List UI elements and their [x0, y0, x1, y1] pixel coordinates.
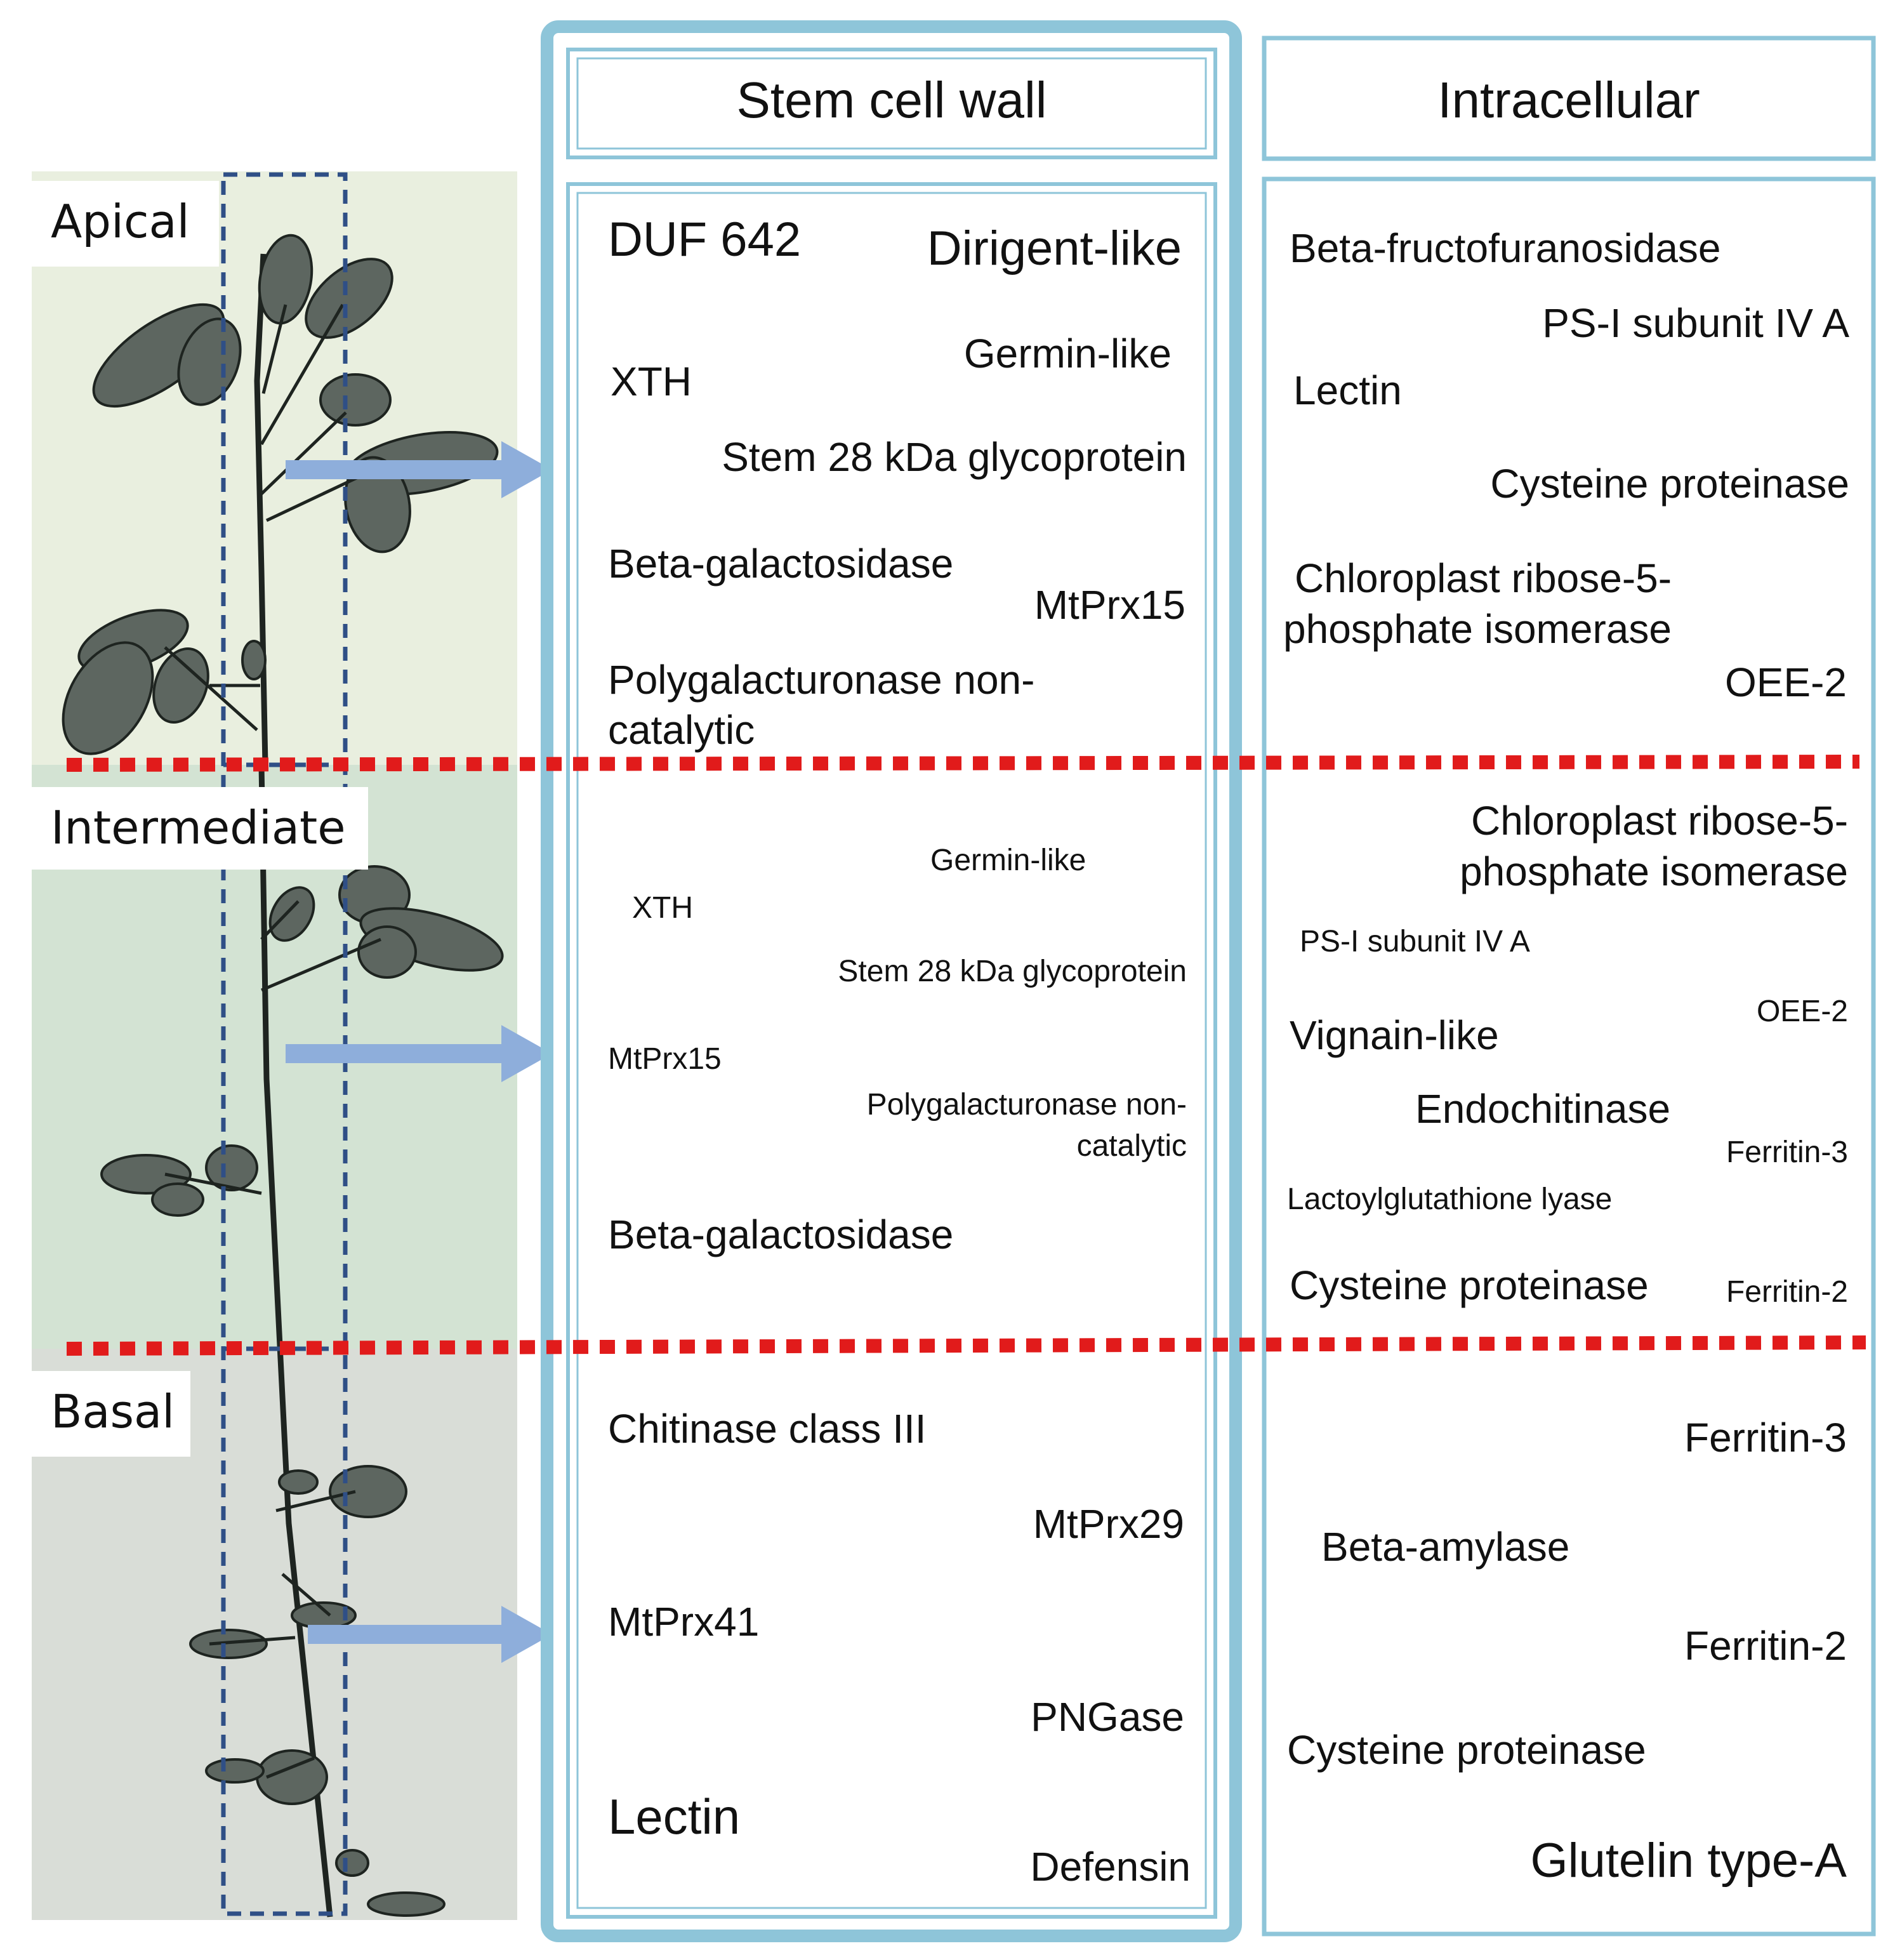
stem-apical-pg-line2: catalytic [608, 707, 755, 753]
stem-apical-betagal: Beta-galactosidase [608, 541, 954, 586]
stem-int-mtprx15: MtPrx15 [608, 1042, 722, 1076]
stem-apical-duf642: DUF 642 [608, 213, 802, 267]
stem-basal-chitinase: Chitinase class III [608, 1406, 927, 1452]
intra-basal-cysprot: Cysteine proteinase [1287, 1727, 1646, 1773]
intra-apical-chloro-line1: Chloroplast ribose-5- [1295, 555, 1672, 601]
stem-apical-pg-line1: Polygalacturonase non- [608, 657, 1035, 703]
stem-int-stem28: Stem 28 kDa glycoprotein [838, 955, 1187, 988]
stem-outer-frame [541, 20, 1242, 1942]
zone-label-intermediate: Intermediate [32, 787, 368, 870]
intra-body-box [1262, 176, 1876, 1937]
intra-int-ferritin2: Ferritin-2 [1726, 1275, 1848, 1309]
intra-apical-psi: PS-I subunit IV A [1542, 300, 1849, 346]
stem-int-pg-line1: Polygalacturonase non- [866, 1088, 1187, 1122]
stem-int-xth: XTH [632, 891, 693, 925]
stem-cell-wall-header: Stem cell wall [736, 72, 1047, 128]
stem-apical-xth: XTH [611, 359, 692, 404]
zone-label-basal: Basal [32, 1371, 190, 1457]
stem-basal-mtprx41: MtPrx41 [608, 1599, 760, 1645]
plant-stem [254, 253, 333, 1917]
plant-illustration [62, 234, 504, 1917]
stem-apical-stem28: Stem 28 kDa glycoprotein [722, 434, 1187, 480]
intra-basal-ferritin2: Ferritin-2 [1684, 1623, 1847, 1669]
intracellular-header: Intracellular [1437, 72, 1700, 128]
stem-header-box [566, 48, 1217, 159]
intra-int-endochit: Endochitinase [1415, 1086, 1671, 1132]
arrow-basal [308, 1606, 552, 1663]
stem-body-box [566, 182, 1217, 1919]
stem-basal-lectin: Lectin [608, 1789, 741, 1844]
intra-int-ferritin3: Ferritin-3 [1726, 1136, 1848, 1169]
intra-basal-ferritin3: Ferritin-3 [1684, 1415, 1847, 1460]
stem-basal-pngase: PNGase [1031, 1694, 1184, 1740]
intra-int-chloro-line1: Chloroplast ribose-5- [1470, 798, 1848, 844]
stem-basal-mtprx29: MtPrx29 [1033, 1501, 1184, 1547]
intra-apical-bfructo: Beta-fructofuranosidase [1290, 225, 1721, 271]
intra-int-vignain: Vignain-like [1290, 1012, 1499, 1058]
stem-apical-dirigent: Dirigent-like [927, 222, 1182, 275]
stem-int-pg-line2: catalytic [1076, 1129, 1187, 1163]
intra-basal-betaamyl: Beta-amylase [1321, 1524, 1570, 1570]
intra-int-chloro-line2: phosphate isomerase [1460, 849, 1848, 894]
intra-int-oee2: OEE-2 [1756, 995, 1848, 1028]
arrow-intermediate [286, 1025, 552, 1082]
intra-apical-oee2: OEE-2 [1724, 659, 1847, 705]
stem-basal-defensin: Defensin [1030, 1844, 1191, 1890]
arrow-apical [286, 441, 552, 498]
divider-intermediate-basal [66, 1335, 1866, 1356]
divider-apical-intermediate [66, 755, 1860, 772]
intra-apical-cysprot: Cysteine proteinase [1490, 461, 1849, 507]
intra-int-psi: PS-I subunit IV A [1300, 925, 1530, 958]
intra-apical-chloro-line2: phosphate isomerase [1283, 606, 1672, 652]
intra-header-box [1262, 36, 1876, 161]
stem-int-betagal: Beta-galactosidase [608, 1212, 954, 1257]
intra-apical-lectin: Lectin [1293, 368, 1402, 413]
stem-apical-mtprx15: MtPrx15 [1034, 582, 1185, 628]
stem-apical-germin: Germin-like [963, 331, 1172, 376]
intra-int-lactoyl: Lactoylglutathione lyase [1287, 1182, 1613, 1216]
stem-int-germin: Germin-like [930, 844, 1086, 877]
zone-label-apical: Apical [32, 181, 219, 267]
intra-basal-glutelin: Glutelin type-A [1530, 1834, 1847, 1888]
plant-branches [164, 303, 382, 1779]
intra-int-cysprot: Cysteine proteinase [1290, 1262, 1649, 1308]
